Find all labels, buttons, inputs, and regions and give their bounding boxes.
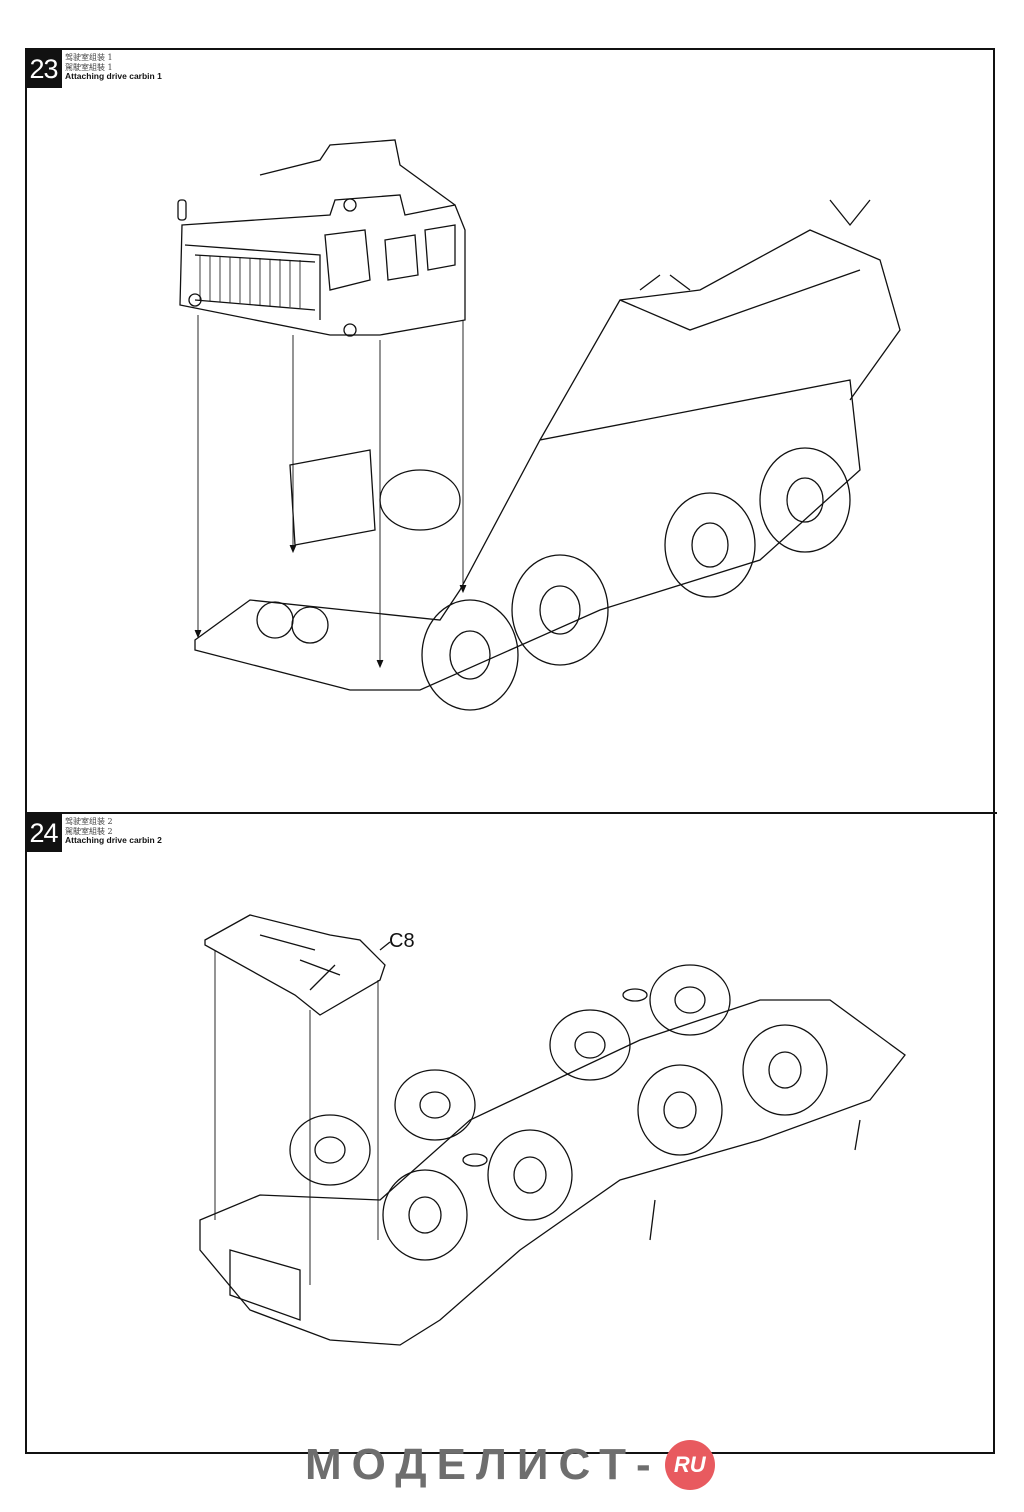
- step-title-en: Attaching drive carbin 1: [65, 71, 162, 81]
- step-divider: [25, 812, 997, 814]
- cab-roof-part-c8-drawing: [204, 914, 391, 1016]
- step-24-header: 24 驾驶室组装 2 駕駛室組裝 2 Attaching drive carbi…: [25, 814, 162, 852]
- watermark-badge: RU: [664, 1440, 715, 1490]
- truck-chassis-drawing-24: [199, 964, 906, 1346]
- truck-chassis-drawing-23: [194, 199, 901, 711]
- assembly-guide-lines-24: [214, 950, 379, 1285]
- assembly-guide-lines: [194, 315, 467, 669]
- watermark-text: МОДЕЛИСТ-: [305, 1440, 661, 1489]
- instruction-page-frame: [25, 48, 995, 1454]
- step-number: 24: [25, 814, 62, 852]
- part-label-c8: C8: [389, 930, 415, 952]
- step-title-cn-simplified: 驾驶室组装 1: [65, 53, 113, 62]
- cab-assembly-drawing: [177, 139, 466, 337]
- step-title-en: Attaching drive carbin 2: [65, 835, 162, 845]
- step-title-cn-traditional: 駕駛室組裝 2: [65, 826, 113, 836]
- watermark: МОДЕЛИСТ- RU: [305, 1440, 715, 1490]
- step-title-cn-simplified: 驾驶室组装 2: [65, 817, 113, 826]
- step-23-header: 23 驾驶室组装 1 駕駛室組裝 1 Attaching drive carbi…: [25, 50, 162, 88]
- step-number: 23: [25, 50, 62, 88]
- step-title-cn-traditional: 駕駛室組裝 1: [65, 62, 113, 72]
